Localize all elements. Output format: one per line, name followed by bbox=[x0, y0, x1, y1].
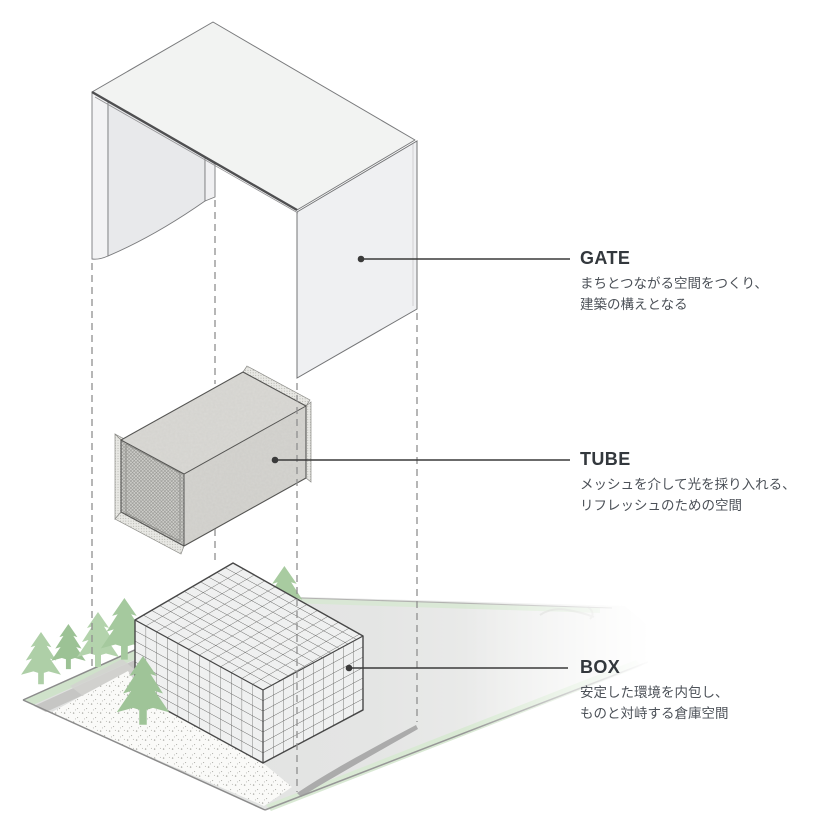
box-description-line1: 安定した環境を内包し、 bbox=[580, 685, 729, 700]
tube-mesh-face-inset bbox=[125, 443, 181, 542]
gate-slab-thickness-under bbox=[94, 96, 299, 214]
tube-description-line1: メッシュを介して光を採り入れる、 bbox=[580, 477, 796, 492]
road-swoosh bbox=[297, 725, 418, 797]
box-face-left bbox=[135, 620, 263, 763]
gate-title: GATE bbox=[580, 248, 631, 268]
gravel-area bbox=[50, 671, 292, 806]
label-box: BOX 安定した環境を内包し、 ものと対峙する倉庫空間 bbox=[580, 657, 820, 724]
gate-leg-left-edge bbox=[204, 157, 216, 202]
tube-outline bbox=[120, 371, 307, 547]
gate-volume bbox=[91, 21, 418, 379]
gate-description-line1: まちとつながる空間をつくり、 bbox=[580, 276, 768, 291]
leader-dot-gate bbox=[357, 255, 365, 263]
plane-edge-right bbox=[264, 661, 649, 811]
faded-marking bbox=[539, 606, 595, 620]
label-gate: GATE まちとつながる空間をつくり、 建築の構えとなる bbox=[580, 248, 820, 315]
box-face-top bbox=[135, 563, 363, 690]
back-green-band-right bbox=[288, 598, 600, 613]
gate-leg-left-front bbox=[91, 91, 109, 260]
tube-title: TUBE bbox=[580, 449, 631, 469]
tube-description-line2: リフレッシュのための空間 bbox=[580, 498, 742, 513]
label-tube: TUBE メッシュを介して光を採り入れる、 リフレッシュのための空間 bbox=[580, 449, 820, 516]
gate-description-line2: 建築の構えとなる bbox=[580, 297, 688, 312]
gate-leg-right bbox=[296, 140, 418, 379]
box-inner-edges bbox=[134, 619, 364, 763]
leader-box bbox=[345, 664, 568, 672]
box-title: BOX bbox=[580, 657, 621, 677]
box-description-line2: ものと対峙する倉庫空間 bbox=[580, 706, 729, 721]
plane-edge-left bbox=[22, 699, 266, 811]
box-face-right bbox=[263, 636, 363, 763]
leader-dot-tube bbox=[271, 456, 279, 464]
plane-edge-back-right bbox=[299, 597, 613, 609]
projection-lines bbox=[91, 200, 418, 792]
gate-slab-thickness bbox=[91, 90, 298, 212]
leader-lines bbox=[271, 255, 570, 672]
leader-gate bbox=[357, 255, 570, 263]
leader-tube bbox=[271, 456, 570, 464]
tube-inner-edges bbox=[120, 405, 307, 546]
leader-dot-box bbox=[345, 664, 353, 672]
